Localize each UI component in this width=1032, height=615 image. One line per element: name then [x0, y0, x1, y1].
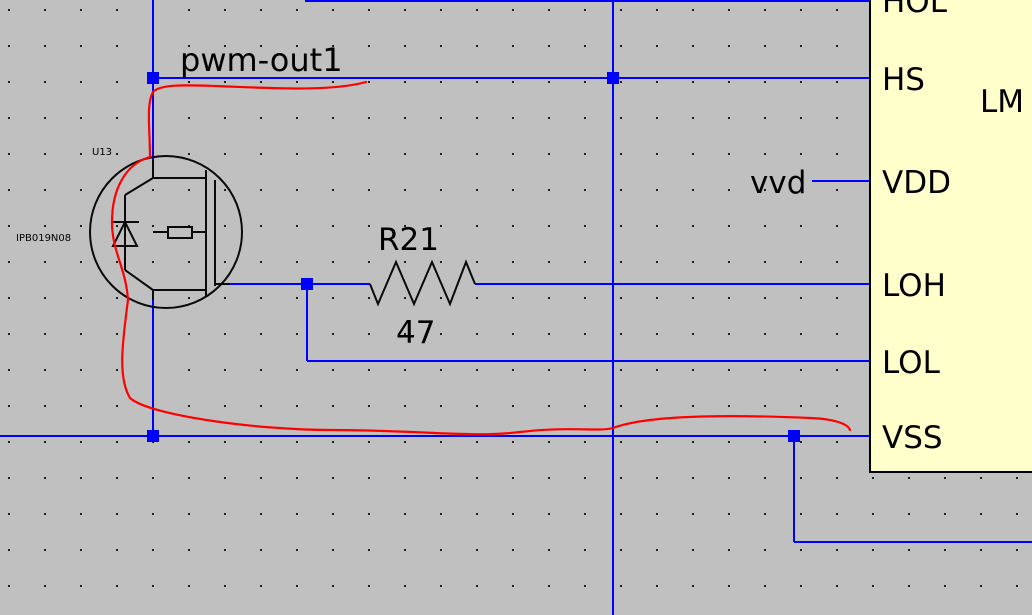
resistor-r21-symbol[interactable]: [369, 259, 476, 307]
junction-source[interactable]: [147, 430, 159, 442]
junctions: [147, 72, 800, 442]
ic-pin-hs: HS: [882, 62, 925, 98]
resistor-value-label[interactable]: 47: [396, 315, 435, 351]
red-annotation-loop: [110, 80, 852, 436]
mosfet-symbol[interactable]: [89, 155, 243, 309]
ic-pin-loh: LOH: [882, 268, 946, 304]
ic-name-label: LM: [980, 84, 1024, 120]
resistor-name-label[interactable]: R21: [378, 222, 439, 258]
junction-vss[interactable]: [788, 430, 800, 442]
junction-hs[interactable]: [607, 72, 619, 84]
junction-gate[interactable]: [301, 278, 313, 290]
body-diode-triangle: [111, 219, 139, 247]
mosfet-part-label: IPB019N08: [16, 233, 71, 244]
ic-pin-hol: HOL: [882, 0, 948, 20]
mosfet-body-circle: [89, 155, 243, 309]
ic-pin-lol: LOL: [882, 345, 941, 381]
net-label-vdd[interactable]: vvd: [750, 165, 806, 201]
ic-body[interactable]: [869, 0, 1032, 473]
mosfet-ref-label: U13: [92, 147, 112, 158]
ic-pin-vdd: VDD: [882, 165, 951, 201]
ic-pin-vss: VSS: [882, 420, 943, 456]
net-label-pwm[interactable]: pwm-out1: [180, 41, 343, 79]
junction-pwm[interactable]: [147, 72, 159, 84]
